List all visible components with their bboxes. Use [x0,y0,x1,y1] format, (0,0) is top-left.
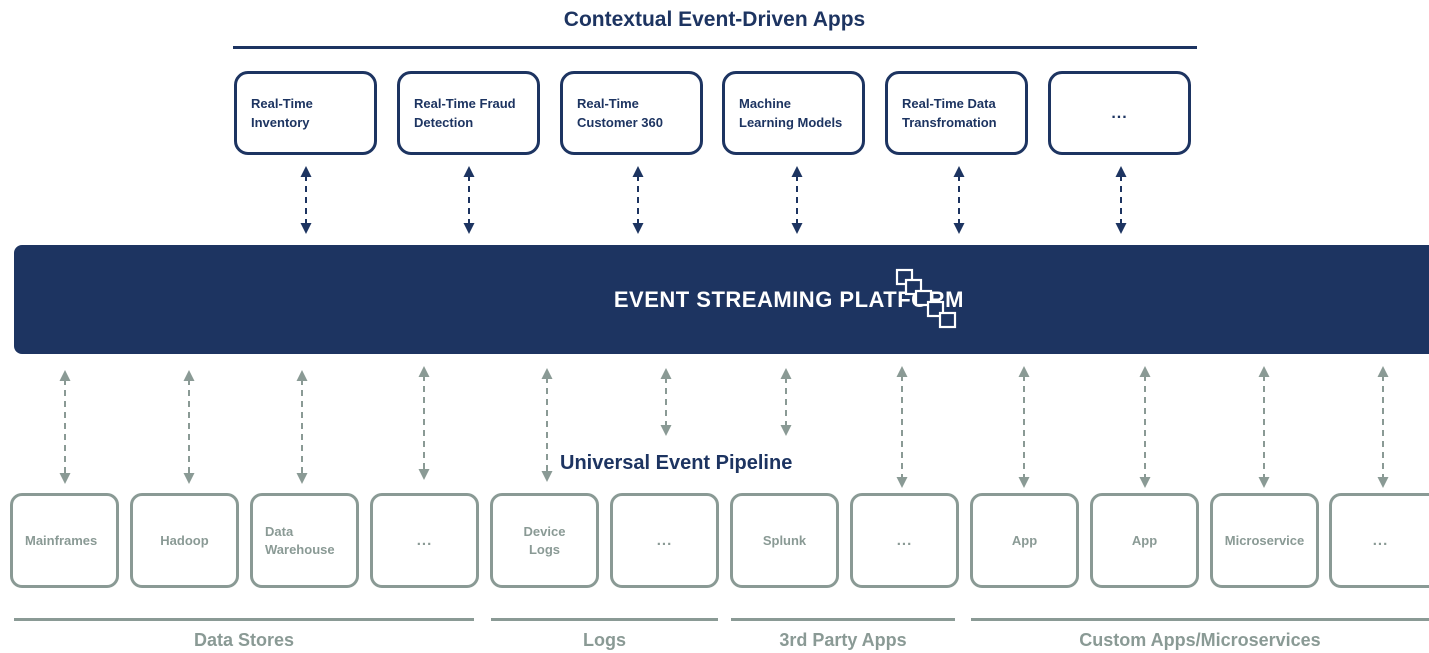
group-divider-custom-apps [971,618,1429,621]
app-box-label: Machine Learning Models [739,96,843,130]
source-box-label: Splunk [762,532,807,548]
group-divider-data-stores [14,618,474,621]
bidirectional-arrow [953,166,965,234]
source-box-more: ... [1329,493,1429,588]
source-box-label: ... [896,531,913,549]
source-box-label: Hadoop [160,532,209,548]
bidirectional-arrow [463,166,475,234]
bidirectional-arrow [1115,166,1127,234]
stacked-squares-icon [895,268,957,329]
source-box-splunk: Splunk [730,493,839,588]
bidirectional-arrow [632,166,644,234]
app-box-customer-360: Real-Time Customer 360 [560,71,703,155]
source-box-label: Microservice [1224,532,1305,548]
app-box-label: Real-Time Fraud Detection [414,96,516,130]
source-box-more: ... [850,493,959,588]
bidirectional-arrow [541,368,553,482]
event-streaming-platform-bar [14,245,1429,354]
source-box-mainframes: Mainframes [10,493,119,588]
pipeline-title: Universal Event Pipeline [560,452,793,474]
source-box-label: Device Logs [523,523,566,557]
source-box-label: ... [416,531,433,549]
bidirectional-arrow [780,368,792,436]
bidirectional-arrow [791,166,803,234]
source-box-app: App [1090,493,1199,588]
source-box-label: Mainframes [25,532,98,548]
bidirectional-arrow [660,368,672,436]
app-box-more: ... [1048,71,1191,155]
bidirectional-arrow [896,366,908,488]
app-box-label: Real-Time Data Transfromation [902,96,997,130]
app-box-fraud-detection: Real-Time Fraud Detection [397,71,540,155]
bidirectional-arrow [59,370,71,484]
bidirectional-arrow [418,366,430,480]
app-box-real-time-inventory: Real-Time Inventory [234,71,377,155]
app-box-label: Real-Time Inventory [251,96,313,130]
group-divider-3rd-party [731,618,955,621]
group-label-3rd-party: 3rd Party Apps [779,630,907,650]
top-title: Contextual Event-Driven Apps [563,8,866,31]
source-box-label: ... [1372,531,1389,549]
app-box-machine-learning: Machine Learning Models [722,71,865,155]
group-label-custom-apps: Custom Apps/Microservices [1079,630,1321,650]
bidirectional-arrow [296,370,308,484]
top-divider [233,46,1197,49]
group-label-logs: Logs [583,630,626,650]
source-box-more: ... [370,493,479,588]
source-box-label: App [1011,532,1038,548]
source-box-label: Data Warehouse [265,523,335,557]
bidirectional-arrow [1018,366,1030,488]
source-box-label: App [1131,532,1158,548]
app-box-label: Real-Time Customer 360 [577,96,663,130]
source-box-app: App [970,493,1079,588]
app-box-label: ... [1111,104,1128,122]
source-box-more: ... [610,493,719,588]
source-box-label: ... [656,531,673,549]
bidirectional-arrow [183,370,195,484]
bidirectional-arrow [300,166,312,234]
source-box-hadoop: Hadoop [130,493,239,588]
source-box-device-logs: Device Logs [490,493,599,588]
bidirectional-arrow [1258,366,1270,488]
source-box-microservice: Microservice [1210,493,1319,588]
group-label-data-stores: Data Stores [193,630,295,650]
app-box-data-transformation: Real-Time Data Transfromation [885,71,1028,155]
group-divider-logs [491,618,718,621]
source-box-data-warehouse: Data Warehouse [250,493,359,588]
bidirectional-arrow [1377,366,1389,488]
bidirectional-arrow [1139,366,1151,488]
